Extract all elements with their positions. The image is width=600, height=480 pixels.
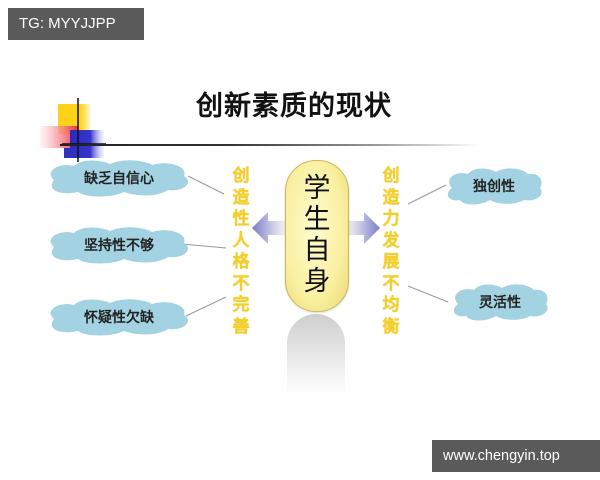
cloud-shape-icon — [50, 160, 189, 197]
arrow-left-icon — [252, 212, 292, 244]
cloud-left-1: 缺乏自信心 — [44, 158, 194, 198]
arrow-right-icon — [340, 212, 380, 244]
pill-reflection — [287, 314, 345, 394]
right-branch-heading: 创造力发展不均衡 — [382, 166, 400, 337]
cloud-label: 坚持性不够 — [84, 238, 154, 254]
cloud-shape-icon — [50, 227, 189, 264]
slide-title: 创新素质的现状 — [196, 91, 392, 122]
cloud-label: 怀疑性欠缺 — [84, 310, 154, 326]
cloud-right-1: 独创性 — [444, 166, 544, 206]
cloud-label: 独创性 — [473, 179, 515, 195]
cloud-left-3: 怀疑性欠缺 — [44, 297, 194, 337]
center-pill: 学生自身 — [285, 160, 349, 312]
cloud-label: 缺乏自信心 — [84, 171, 154, 187]
cloud-shape-icon — [50, 299, 189, 336]
left-branch-heading: 创造性人格不完善 — [232, 166, 250, 337]
watermark-bottom-right: www.chengyin.top — [432, 440, 600, 472]
watermark-top-left: TG: MYYJJPP — [8, 8, 144, 40]
center-label: 学生自身 — [303, 173, 331, 297]
cloud-left-2: 坚持性不够 — [44, 225, 194, 265]
cloud-shape-icon — [447, 168, 542, 205]
title-underline — [60, 144, 480, 146]
cloud-right-2: 灵活性 — [450, 282, 550, 322]
cloud-label: 灵活性 — [479, 295, 521, 311]
cloud-shape-icon — [453, 284, 548, 321]
